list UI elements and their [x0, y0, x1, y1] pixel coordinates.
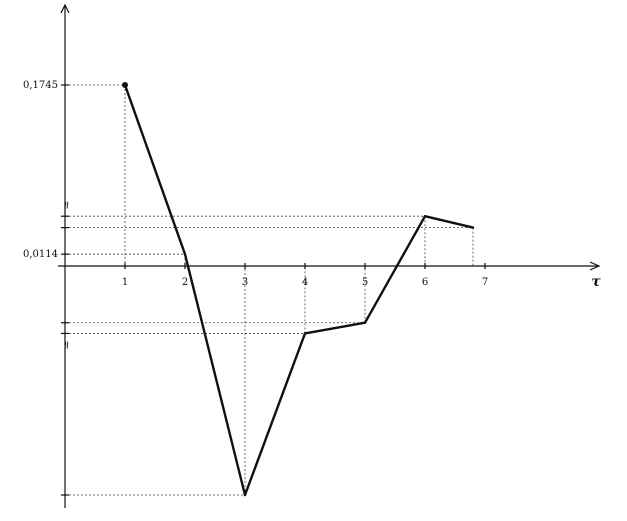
y-tick-label: 0,0114: [23, 249, 58, 260]
data-point: [363, 321, 367, 324]
labels-group: 1 2 3 4 5 6 7 τ 0,1745 0,0114 ≈ ≈: [23, 80, 601, 350]
series-line: [123, 84, 474, 497]
data-point: [243, 493, 247, 497]
data-point: [123, 83, 127, 87]
axis-break-marker: ≈: [60, 340, 73, 349]
y-axis-arrow: [60, 3, 70, 14]
x-tick-label: 1: [122, 277, 128, 288]
x-tick-label: 3: [242, 277, 248, 288]
data-point: [303, 332, 307, 335]
series-group: [122, 82, 475, 497]
data-point: [471, 226, 475, 229]
x-tick-label: 6: [422, 277, 428, 288]
x-tick-label: 5: [362, 277, 368, 288]
x-axis-label: τ: [591, 274, 601, 290]
x-axis-arrow: [589, 261, 601, 271]
axes: [58, 3, 601, 508]
data-point: [423, 215, 427, 218]
y-tick-label: 0,1745: [23, 80, 58, 91]
guide-lines: [65, 84, 474, 496]
x-tick-label: 2: [182, 277, 188, 288]
data-point: [183, 252, 187, 256]
x-tick-label: 7: [482, 277, 488, 288]
axis-break-marker: ≈: [60, 200, 73, 209]
x-tick-label: 4: [302, 277, 308, 288]
